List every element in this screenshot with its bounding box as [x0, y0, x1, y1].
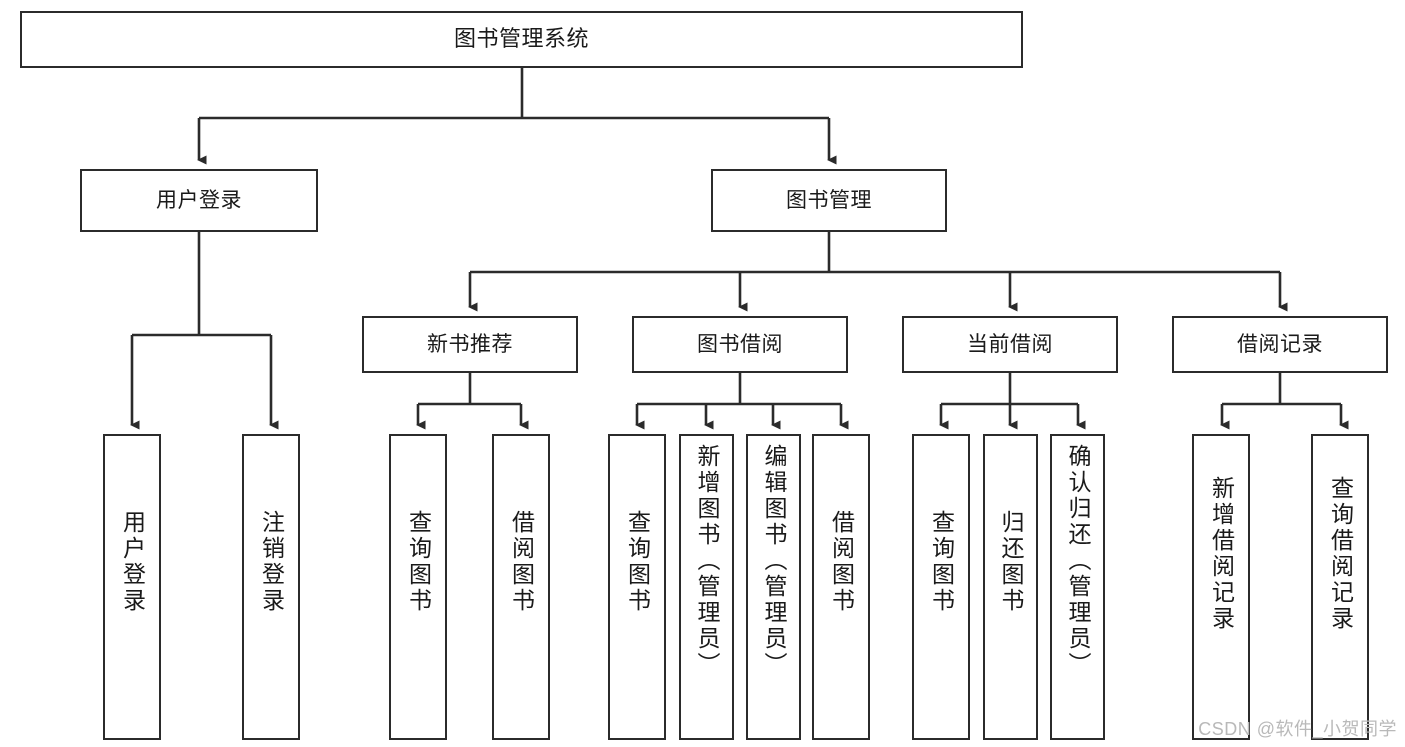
leaf-user-login-logout[interactable]: 注销登录	[242, 434, 300, 740]
node-label: 查询图书	[928, 510, 955, 614]
node-label: 归还图书	[998, 510, 1024, 614]
node-label: 借阅图书	[828, 510, 855, 614]
leaf-book-borrow-borrow-book[interactable]: 借阅图书	[812, 434, 870, 740]
node-root-book-management-system[interactable]: 图书管理系统	[20, 11, 1023, 68]
leaf-current-borrow-query-book[interactable]: 查询图书	[912, 434, 970, 740]
node-label: 新增图书（管理员）	[694, 444, 720, 678]
node-label: 查询借阅记录	[1327, 476, 1354, 632]
node-label: 新书推荐	[427, 332, 513, 356]
node-label: 借阅记录	[1237, 332, 1323, 356]
node-label: 用户登录	[119, 510, 146, 614]
leaf-book-borrow-edit-book-admin[interactable]: 编辑图书（管理员）	[746, 434, 801, 740]
node-label: 图书管理系统	[453, 26, 589, 52]
node-user-login[interactable]: 用户登录	[80, 169, 318, 232]
node-new-book-recommend[interactable]: 新书推荐	[362, 316, 578, 373]
leaf-book-borrow-query-book[interactable]: 查询图书	[608, 434, 666, 740]
node-label: 编辑图书（管理员）	[761, 444, 787, 678]
leaf-borrow-record-query-record[interactable]: 查询借阅记录	[1311, 434, 1369, 740]
leaf-current-borrow-return-book[interactable]: 归还图书	[983, 434, 1038, 740]
leaf-borrow-record-add-record[interactable]: 新增借阅记录	[1192, 434, 1250, 740]
node-current-borrow[interactable]: 当前借阅	[902, 316, 1118, 373]
node-label: 图书管理	[786, 188, 872, 212]
node-label: 查询图书	[405, 510, 432, 614]
leaf-current-borrow-confirm-return-admin[interactable]: 确认归还（管理员）	[1050, 434, 1105, 740]
node-label: 当前借阅	[967, 332, 1053, 356]
csdn-watermark: CSDN @软件_小贺同学	[1198, 719, 1397, 739]
node-label: 查询图书	[624, 510, 651, 614]
node-label: 用户登录	[156, 188, 242, 212]
node-label: 新增借阅记录	[1208, 476, 1235, 632]
leaf-user-login-login[interactable]: 用户登录	[103, 434, 161, 740]
leaf-book-borrow-add-book-admin[interactable]: 新增图书（管理员）	[679, 434, 734, 740]
leaf-new-book-borrow-book[interactable]: 借阅图书	[492, 434, 550, 740]
node-borrow-record[interactable]: 借阅记录	[1172, 316, 1388, 373]
node-label: 借阅图书	[508, 510, 535, 614]
node-book-management[interactable]: 图书管理	[711, 169, 947, 232]
node-label: 图书借阅	[697, 332, 783, 356]
node-label: 确认归还（管理员）	[1065, 444, 1091, 678]
node-book-borrow[interactable]: 图书借阅	[632, 316, 848, 373]
leaf-new-book-query-book[interactable]: 查询图书	[389, 434, 447, 740]
node-label: 注销登录	[258, 510, 285, 614]
